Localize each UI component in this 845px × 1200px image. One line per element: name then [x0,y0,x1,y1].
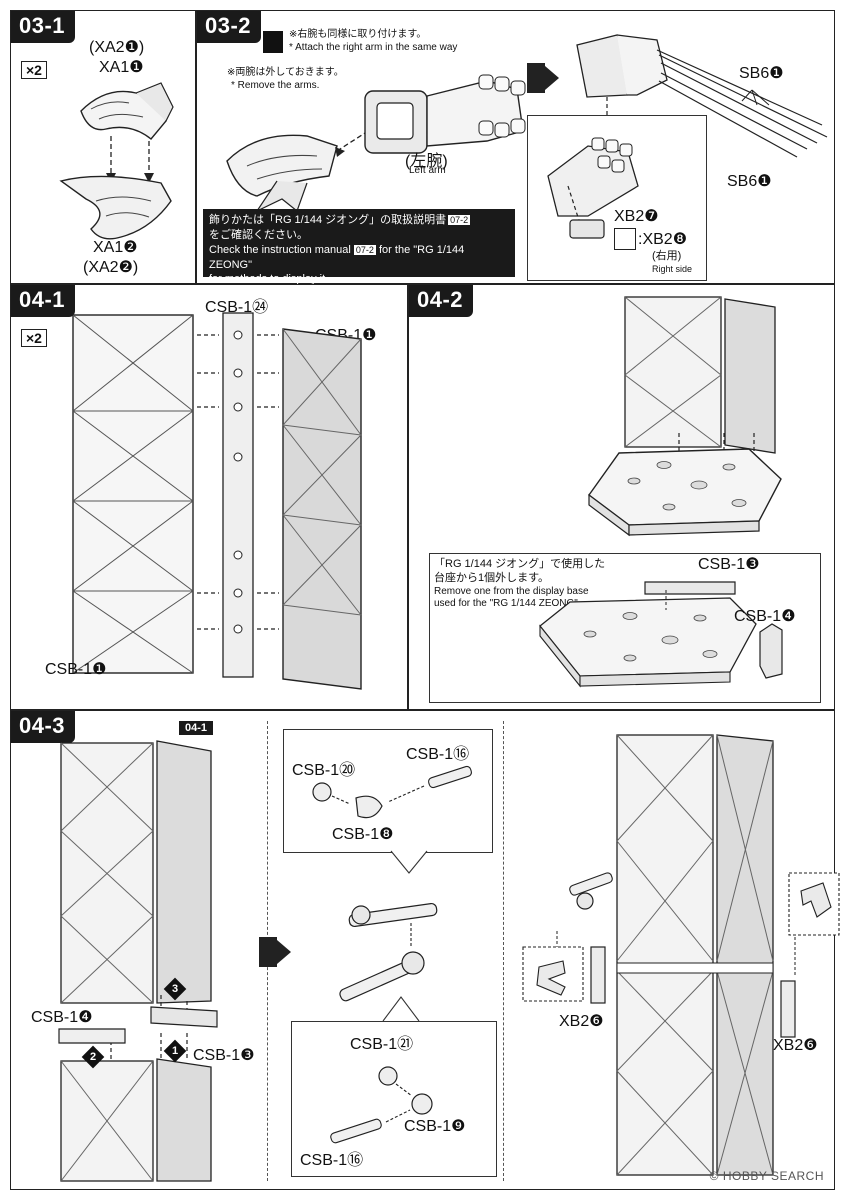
same-way-note-en: * Attach the right arm in the same way [289,42,458,53]
step-03-1-panel: 03-1 ×2 (XA2❶) XA1❶ XA1❷ (XA2❷) [10,10,196,284]
tower-assembly-illustration [522,734,840,1176]
joint-parts-bottom-illustration [330,1066,433,1144]
csb-16-bottom-label: CSB-1⑯ [300,1152,364,1169]
joint-parts-inset-bottom: CSB-1㉑ CSB-1❾ CSB-1⑯ [291,1021,497,1177]
base-remove-illustration [539,581,783,688]
xb2-7-label: XB2❼ [614,208,659,225]
step-04-2-tab: 04-2 [409,285,474,317]
remove-note-en-2: used for the "RG 1/144 ZEONG". [434,598,581,609]
step-04-1-tab: 04-1 [11,285,76,317]
joint-parts-inset-top: CSB-1⑳ CSB-1⑯ CSB-1❽ [283,729,493,853]
csb-24-label: CSB-1㉔ [205,299,269,316]
csb-4-label: CSB-1❹ [734,608,796,625]
manual-ref-badge-en: 07-2 [353,244,376,255]
left-arm-label-jp: (左腕) [405,153,448,170]
joint-assembly-illustration [339,902,438,1002]
watermark: © HOBBY SEARCH [709,1169,824,1183]
step-03-2-panel: 03-2 ※右腕も同様に取り付けます。 * Attach the right a… [196,10,835,285]
xb2-6-right-label: XB2❻ [773,1037,818,1054]
label-xa2-1: (XA2❶) [89,39,145,56]
csb-8-label: CSB-1❽ [332,826,394,843]
csb-3-label: CSB-1❸ [698,556,760,573]
left-arm-label-en: Left arm [409,165,446,176]
remove-arms-note-en: * Remove the arms. [231,80,320,91]
sb6-label-bottom: SB6❶ [727,173,772,190]
xb2-6-left-label: XB2❻ [559,1013,604,1030]
csb-21-label: CSB-1㉑ [350,1036,414,1053]
multiplier-badge: ×2 [21,329,47,347]
csb-4-label-043: CSB-1❹ [31,1009,93,1026]
sb6-label-top: SB6❶ [739,65,784,82]
step-marker-1: 1 [163,1039,187,1063]
hand-part-illustration [547,137,639,239]
remove-part-inset: 「RG 1/144 ジオング」で使用した 台座から1個外します。 Remove … [429,553,821,703]
remove-note-en-1: Remove one from the display base [434,586,589,597]
csb-1-left-label: CSB-1❶ [45,661,107,678]
step-04-1-panel: 04-1 ×2 CSB-1㉔ CSB-1❶ CSB [10,284,408,710]
arm-assembly-illustration [226,74,526,213]
step-marker-2: 2 [81,1045,105,1069]
step-04-1-reference-tag: 04-1 [179,721,214,735]
flip-icon [614,228,636,250]
right-side-label-en: Right side [652,264,693,274]
multiplier-badge: ×2 [21,61,47,79]
label-xa1-1: XA1❶ [99,59,144,76]
wall-panel-assembly [72,312,362,690]
label-xa2-2: (XA2❷) [83,259,139,276]
same-way-note-jp: ※右腕も同様に取り付けます。 [289,29,427,40]
hand-detail-inset: XB2❼ :XB2❽ (右用) Right side [527,115,707,281]
step-marker-3: 3 [163,977,187,1001]
joint-parts-top-illustration [312,765,472,819]
step-03-1-tab: 03-1 [11,11,76,43]
step-04-3-panel: 04-3 04-1 CSB-1❹ CSB-1❸ 3 1 2 CSB-1⑳ C [10,710,840,1190]
sb6-claw-illustration [576,34,828,158]
column-divider-2 [503,721,504,1181]
step-03-2-tab: 03-2 [197,11,262,43]
pointer-line-top [390,850,428,874]
right-side-label-jp: (右用) [652,250,682,262]
csb-16-top-label: CSB-1⑯ [406,746,470,763]
pointer-line-bottom [382,996,420,1022]
base-stand-assembly [588,296,782,537]
step-04-3-tab: 04-3 [11,711,76,743]
csb-20-label: CSB-1⑳ [292,762,356,779]
manual-ref-badge: 07-2 [448,215,471,225]
step-04-2-panel: 04-2 「RG 1/144 ジオング」で使用した 台座から1個外します。 Re… [408,284,835,710]
remove-arms-note-jp: ※両腕は外しておきます。 [227,67,344,78]
csb-9-label: CSB-1❾ [404,1118,466,1135]
mirror-icon [263,31,283,53]
csb-3-label-043: CSB-1❸ [193,1047,255,1064]
remove-note-jp-1: 「RG 1/144 ジオング」で使用した [434,558,606,570]
two-panel-assembly [58,740,218,1182]
xa-part-illustration [59,82,174,240]
xb2-8-label: :XB2❽ [638,231,688,248]
remove-note-jp-2: 台座から1個外します。 [434,572,550,584]
label-xa1-2: XA1❷ [93,239,138,256]
